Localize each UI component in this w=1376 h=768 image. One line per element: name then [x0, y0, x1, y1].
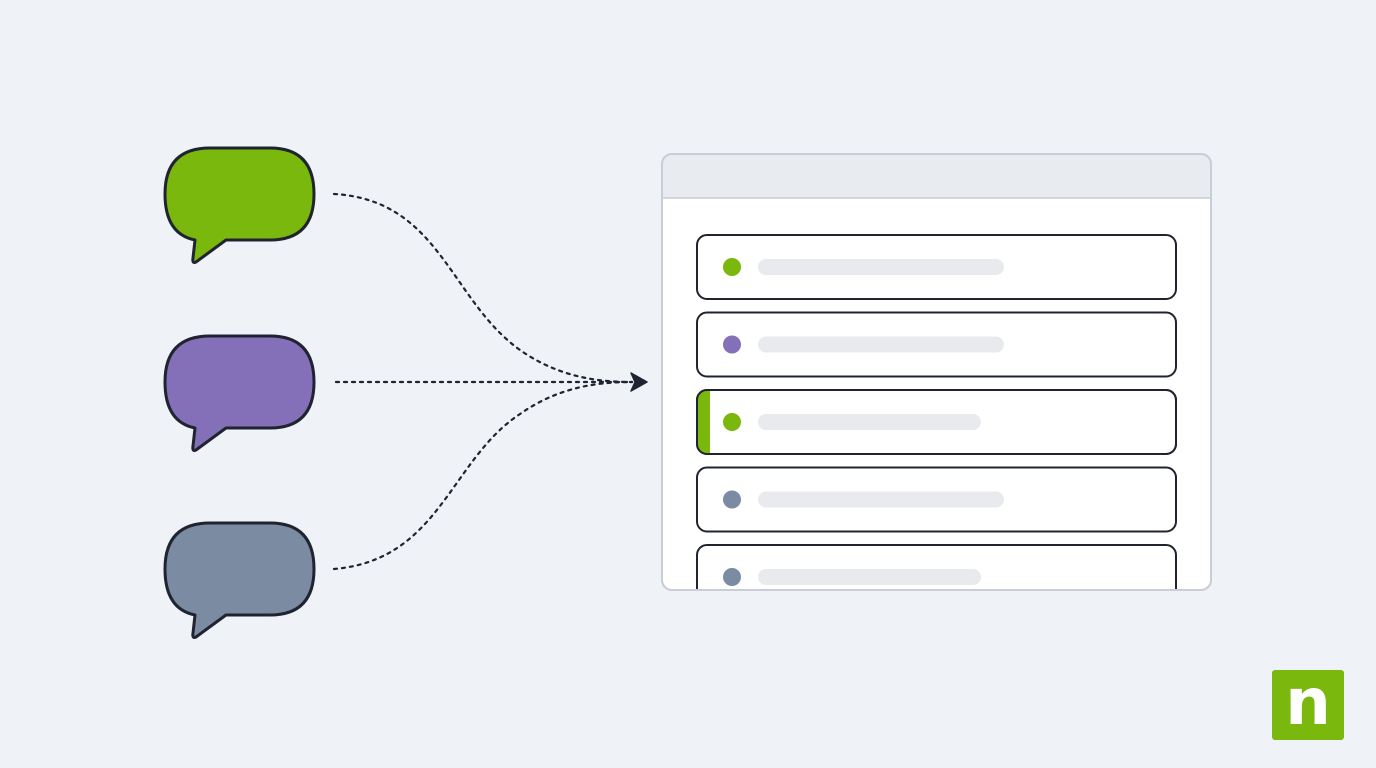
connector-bottom: [332, 380, 634, 571]
status-dot: [723, 568, 741, 586]
arrowhead-icon: [630, 372, 648, 392]
placeholder-text-bar: [758, 414, 981, 430]
list-item: [696, 466, 1177, 533]
logo-letter: n: [1285, 670, 1331, 740]
list-item: [696, 311, 1177, 378]
highlight-accent: [697, 390, 710, 454]
placeholder-text-bar: [758, 569, 981, 585]
list-item: [696, 389, 1177, 455]
chat-bubble-purple: [163, 334, 316, 452]
status-dot: [723, 335, 741, 354]
placeholder-text-bar: [758, 336, 1004, 353]
status-dot: [723, 258, 741, 276]
status-dot: [723, 490, 741, 509]
chat-bubble-green: [163, 146, 316, 264]
logo-badge: n: [1272, 670, 1344, 740]
connectors: [332, 192, 634, 571]
list-item: [696, 544, 1177, 590]
list-items: [696, 234, 1177, 590]
placeholder-text-bar: [758, 491, 1004, 508]
chat-bubble-slate: [163, 521, 316, 639]
status-dot: [723, 413, 741, 431]
chat-bubbles: [163, 146, 316, 639]
panel-header: [662, 154, 1211, 198]
list-item: [696, 234, 1177, 300]
placeholder-text-bar: [758, 259, 1004, 275]
list-panel: [661, 153, 1212, 591]
connector-top: [332, 192, 634, 384]
